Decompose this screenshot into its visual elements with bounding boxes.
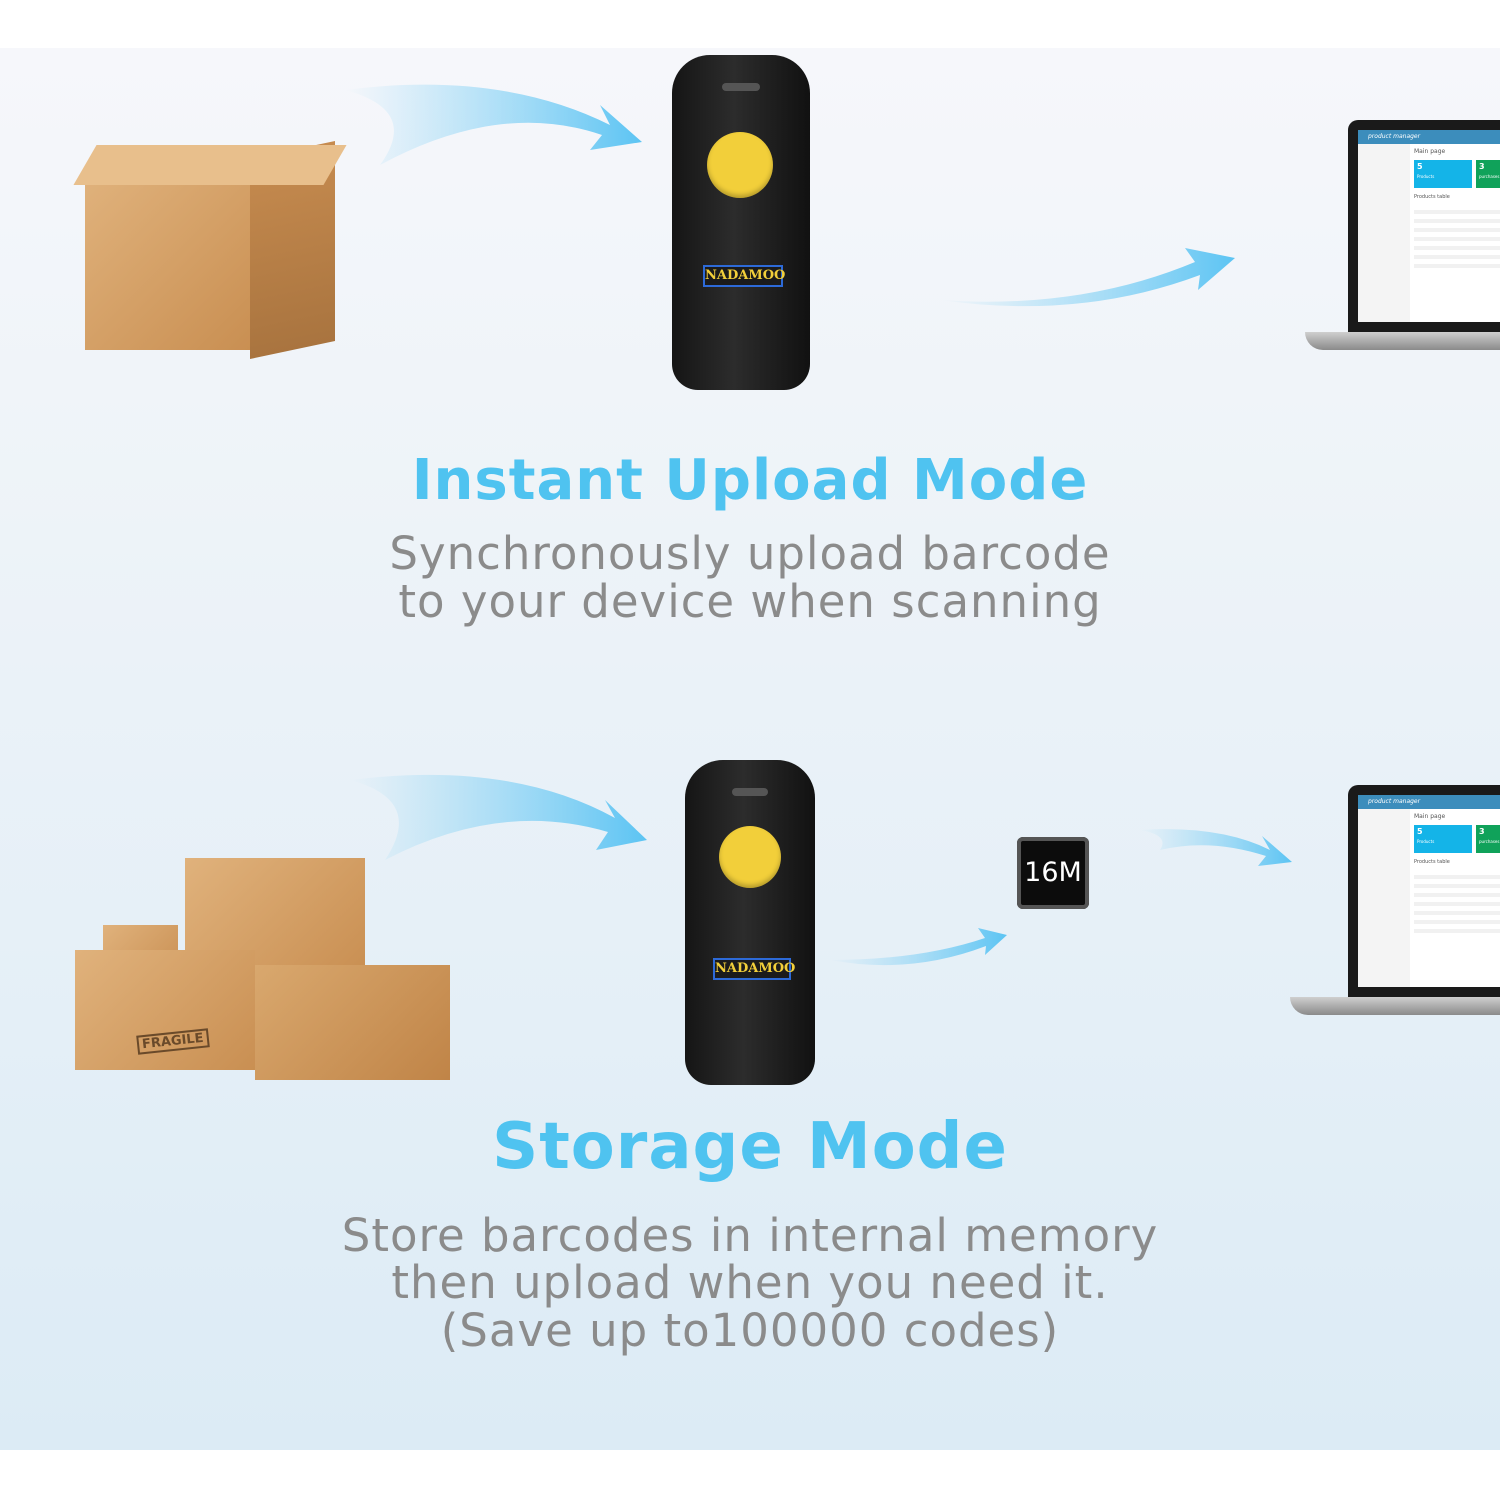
card-label: purchases (1479, 839, 1500, 844)
arrow-chip-to-laptop (1140, 829, 1292, 866)
scanner-led (722, 83, 760, 91)
scan-button (707, 132, 773, 198)
products-table (1414, 875, 1500, 935)
brand-label: NADAMOO (703, 265, 785, 287)
card-value: 5 (1417, 162, 1423, 171)
page-title: Main page (1414, 148, 1446, 155)
table-title: Products table (1414, 194, 1450, 200)
scan-button (719, 826, 781, 888)
purchases-card: 3 purchases (1476, 825, 1500, 853)
memory-chip-label: 16M (1024, 857, 1082, 888)
page-title: Main page (1414, 813, 1446, 820)
barcode-scanner: NADAMOO (672, 55, 810, 390)
card-label: Products (1417, 839, 1435, 844)
cardboard-box (85, 175, 250, 350)
cardboard-box-top (73, 145, 347, 185)
fragile-label: FRAGILE (136, 1028, 210, 1055)
laptop-base (1290, 997, 1500, 1015)
upload-mode-title: Instant Upload Mode (411, 448, 1089, 513)
card-value: 5 (1417, 827, 1423, 836)
app-sidebar (1358, 809, 1410, 987)
products-table (1414, 210, 1500, 270)
card-value: 3 (1479, 827, 1485, 836)
arrow-box-to-scanner-1 (345, 84, 642, 165)
card-value: 3 (1479, 162, 1485, 171)
cardboard-box-fragile: FRAGILE (75, 950, 255, 1070)
upload-mode-desc-1: Synchronously upload barcode (389, 527, 1111, 580)
arrow-box-to-scanner-2 (350, 774, 647, 860)
app-sidebar (1358, 144, 1410, 322)
upload-mode-desc-2: to your device when scanning (398, 575, 1102, 628)
barcode-scanner: NADAMOO (685, 760, 815, 1085)
app-header: product manager (1358, 795, 1500, 809)
storage-mode-title: Storage Mode (492, 1110, 1008, 1184)
table-title: Products table (1414, 859, 1450, 865)
laptop-base (1305, 332, 1500, 350)
scanner-led (732, 788, 768, 796)
cardboard-box (255, 965, 450, 1080)
brand-label: NADAMOO (713, 958, 795, 980)
purchases-card: 3 purchases (1476, 160, 1500, 188)
app-header: product manager (1358, 130, 1500, 144)
arrow-scanner-to-chip (830, 928, 1007, 966)
card-label: purchases (1479, 174, 1500, 179)
arrow-scanner-to-laptop-1 (940, 248, 1235, 307)
memory-chip: 16M (1017, 837, 1089, 909)
card-label: Products (1417, 174, 1435, 179)
storage-mode-desc-2: then upload when you need it. (391, 1256, 1109, 1309)
storage-mode-desc-3: (Save up to100000 codes) (440, 1304, 1060, 1357)
storage-mode-desc-1: Store barcodes in internal memory (341, 1209, 1159, 1262)
